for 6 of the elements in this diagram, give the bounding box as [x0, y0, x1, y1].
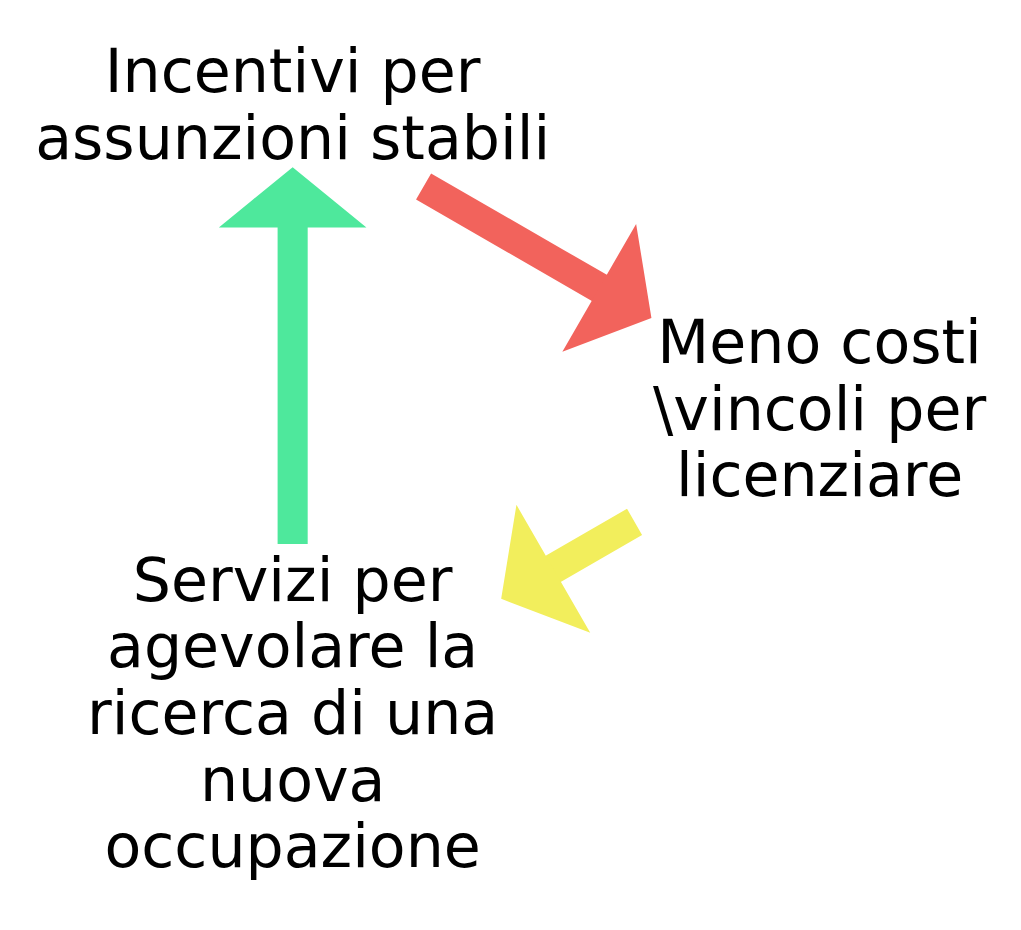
- node-text: Incentivi per assunzioni stabili: [34, 36, 550, 173]
- arrow: [500, 504, 642, 633]
- arrow: [218, 167, 366, 545]
- arrow: [415, 173, 651, 352]
- node-text: Meno costi \vincoli per licenziare: [652, 307, 986, 511]
- node-text: Servizi per agevolare la ricerca di una nuova occupazione: [86, 544, 498, 882]
